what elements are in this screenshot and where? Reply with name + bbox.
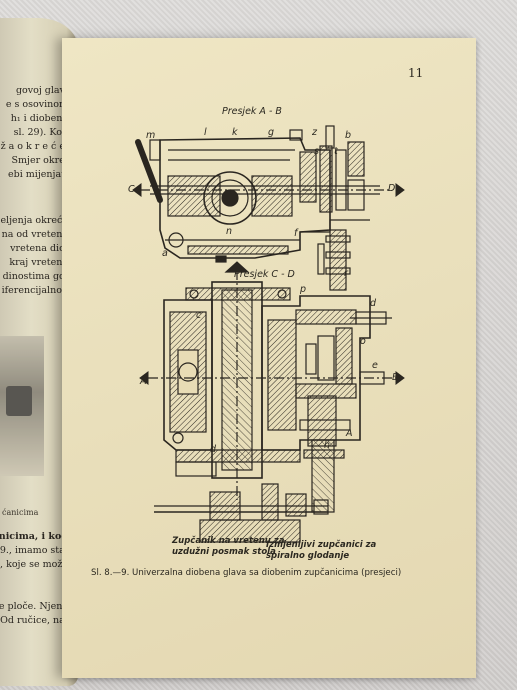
note-line: uzdužni posmak stola <box>172 547 276 557</box>
left-line: iferencijalnog <box>1 285 68 296</box>
left-line: dinostima go- <box>2 271 68 282</box>
left-line: c, koje se može <box>0 559 68 570</box>
arrow-a-icon <box>139 371 149 385</box>
left-caption: ćanicima <box>2 508 39 517</box>
arrow-d-icon <box>395 183 405 197</box>
label-g: g <box>268 127 275 138</box>
label-d: D <box>388 183 396 194</box>
section-ab-drawing <box>135 125 390 263</box>
section-title-cd: Presjek C - D <box>234 269 295 280</box>
left-line: vretena dio- <box>10 243 68 254</box>
left-text-block-bottom: pćanicima, i kod i 9., imamo sta- c, koj… <box>0 530 68 572</box>
label-m: m <box>146 130 156 141</box>
page-number: 11 <box>408 66 424 80</box>
note-line: Izmjenljivi zupčanici za <box>266 540 377 550</box>
left-text-block-top: govoj glavi e s osovinom h₁ i diobene sl… <box>1 84 68 182</box>
label-d-bottom: d <box>210 444 217 455</box>
left-line: ene ploče. Njena <box>0 601 68 612</box>
left-line: govoj glavi <box>15 85 68 96</box>
label-z: z <box>312 127 317 138</box>
label-a-axis: A <box>140 376 147 387</box>
label-c-lower: c <box>196 310 202 321</box>
label-d-lower: d <box>370 298 377 309</box>
left-photo <box>0 336 44 476</box>
left-line: ebi mijenjati <box>8 169 68 180</box>
left-line: eljenja okreće <box>0 215 68 226</box>
left-text-block-foot: ene ploče. Njena Od ručice, na- <box>0 600 68 628</box>
left-line: h₁ i diobene <box>10 113 68 124</box>
left-line: sl. 29). Kod <box>13 127 68 138</box>
label-n: n <box>226 226 233 237</box>
label-f: f <box>294 228 298 239</box>
label-b-axis: B <box>392 372 399 383</box>
figure-caption: Sl. 8.—9. Univerzalna diobena glava sa d… <box>91 568 402 578</box>
label-a-lower: A <box>346 428 353 439</box>
arrow-b-icon <box>395 371 405 385</box>
label-h: h <box>324 440 331 451</box>
left-line: ž a o k r e ć e, <box>0 141 68 152</box>
label-l: l <box>204 127 207 138</box>
left-line: kraj vretena <box>9 257 68 268</box>
left-text-block-mid: eljenja okreće na od vretena vretena dio… <box>0 214 68 298</box>
arrow-c-icon <box>132 183 142 197</box>
label-p: p <box>300 284 307 295</box>
note-line: spiralno glodanje <box>266 551 350 561</box>
label-k: k <box>232 127 238 138</box>
label-c: C <box>128 184 135 195</box>
left-line: Smjer okre- <box>11 155 69 166</box>
label-t: t <box>334 146 338 157</box>
label-s: s <box>314 146 319 157</box>
left-line: na od vretena <box>1 229 68 240</box>
note-change-gears: Izmjenljivi zupčanici za spiralno glodan… <box>266 540 376 562</box>
note-line: Zupčanik na vretenu za <box>172 536 285 546</box>
left-line: e s osovinom <box>5 99 68 110</box>
label-a-top: a <box>162 248 168 259</box>
section-title-ab: Presjek A - B <box>222 106 282 117</box>
label-o: o <box>360 336 366 347</box>
label-e: e <box>372 360 378 371</box>
left-line: Od ručice, na- <box>0 615 68 626</box>
left-line: pćanicima, i kod <box>0 531 68 542</box>
note-spindle-gear: Zupčanik na vretenu za uzdužni posmak st… <box>172 536 284 558</box>
label-b: b <box>345 130 352 141</box>
section-cd-drawing <box>148 229 396 543</box>
left-line: i 9., imamo sta- <box>0 545 68 556</box>
label-r: r <box>344 268 348 279</box>
